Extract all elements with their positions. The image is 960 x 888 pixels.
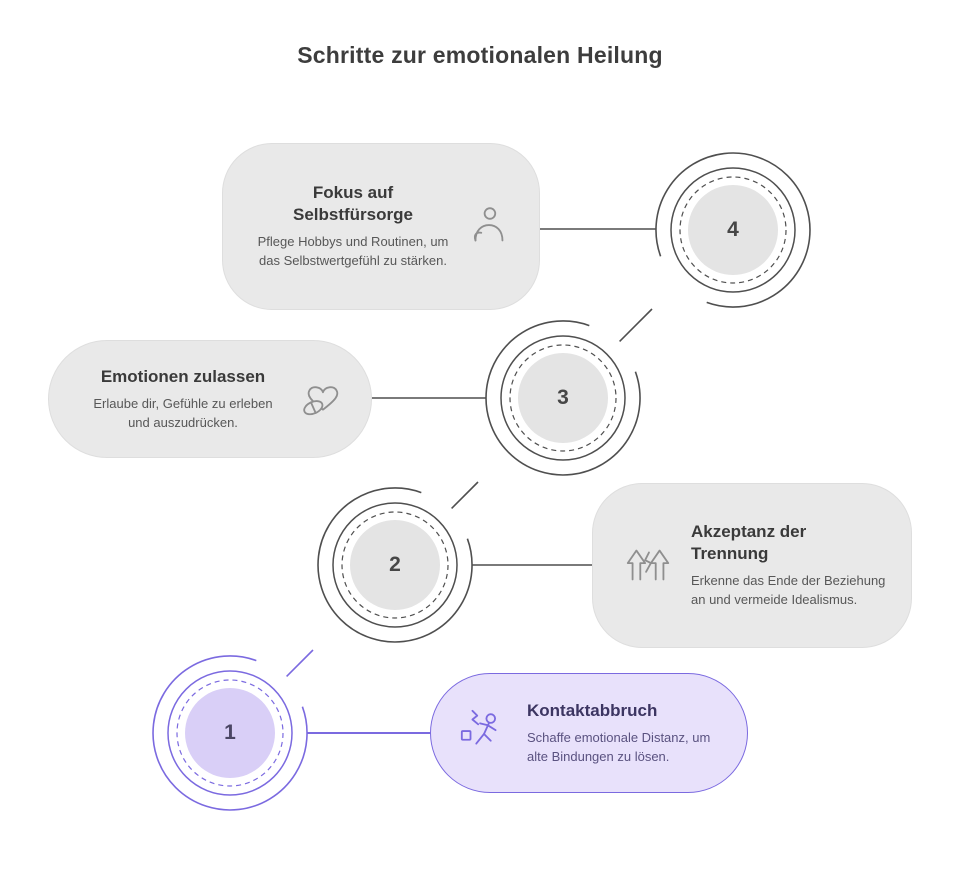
- broken-bond-icon: [621, 539, 675, 593]
- heart-pill-icon: [295, 372, 349, 426]
- no-contact-icon: [457, 706, 511, 760]
- page-title: Schritte zur emotionalen Heilung: [297, 42, 663, 68]
- step-2-text: Akzeptanz der Trennung Erkenne das Ende …: [691, 521, 889, 609]
- step-1-description: Schaffe emotionale Distanz, um alte Bind…: [527, 729, 711, 764]
- step-4-description: Pflege Hobbys und Routinen, um das Selbs…: [257, 233, 449, 268]
- step-2-description: Erkenne das Ende der Beziehung an und ve…: [691, 572, 886, 607]
- step-4-circle: [540, 152, 811, 308]
- step-3-title: Emotionen zulassen: [100, 366, 266, 386]
- step-1-card: Kontaktabbruch Schaffe emotionale Distan…: [430, 673, 748, 793]
- step-2-card: Akzeptanz der Trennung Erkenne das Ende …: [592, 483, 912, 648]
- step-1-number: 1: [224, 721, 236, 744]
- step-4-number: 4: [727, 218, 739, 241]
- step-3-circle: [372, 308, 653, 476]
- step-2-number: 2: [389, 553, 401, 576]
- step-1-circle: [152, 649, 432, 811]
- step-4-text: Fokus auf Selbstfürsorge Pflege Hobbys u…: [253, 182, 453, 270]
- step-3-text: Emotionen zulassen Erlaube dir, Gefühle …: [79, 366, 287, 433]
- step-3-description: Erlaube dir, Gefühle zu erleben und ausz…: [93, 395, 273, 430]
- self-care-icon: [461, 200, 515, 254]
- step-2-circle: [317, 481, 592, 643]
- step-3-card: Emotionen zulassen Erlaube dir, Gefühle …: [48, 340, 372, 458]
- step-1-text: Kontaktabbruch Schaffe emotionale Distan…: [527, 700, 727, 767]
- step-3-number: 3: [557, 386, 569, 409]
- step-4-title: Fokus auf Selbstfürsorge: [293, 183, 413, 224]
- step-4-card: Fokus auf Selbstfürsorge Pflege Hobbys u…: [222, 143, 540, 310]
- step-2-title: Akzeptanz der Trennung: [691, 522, 807, 563]
- step-1-title: Kontaktabbruch: [527, 700, 658, 720]
